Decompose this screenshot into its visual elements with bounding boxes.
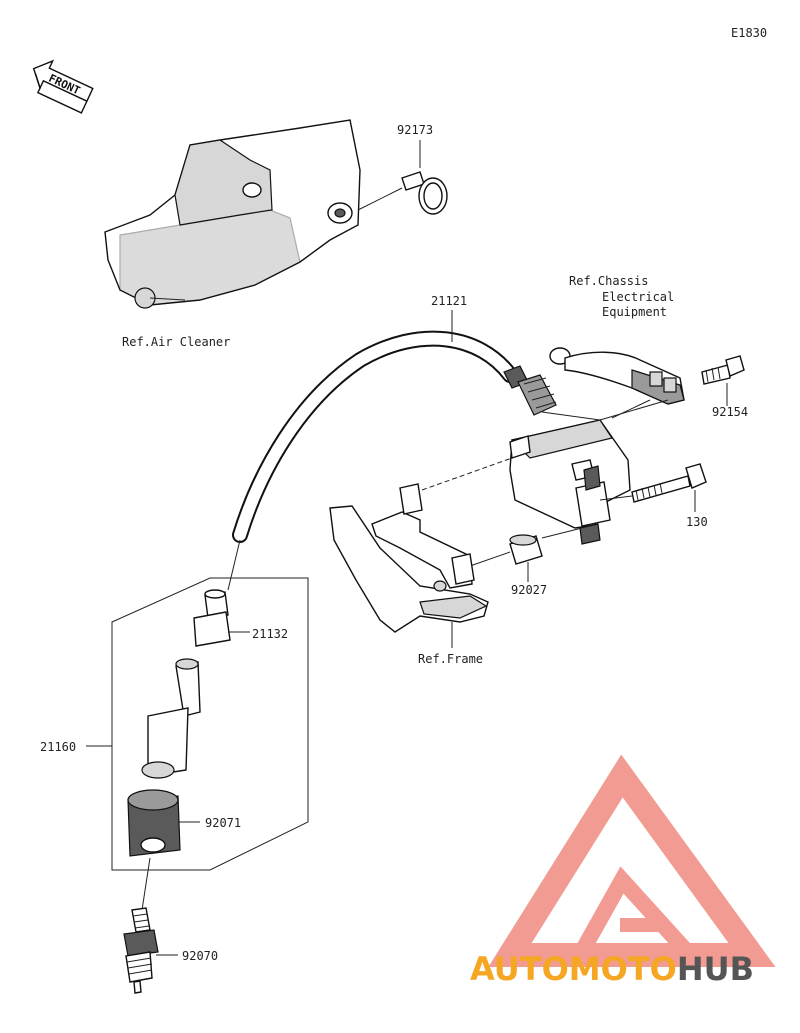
callout-92071: 92071 bbox=[205, 816, 242, 830]
plug-cap-assembly bbox=[86, 539, 309, 911]
watermark-part2: MOTO bbox=[568, 950, 677, 988]
callout-92027: 92027 bbox=[511, 583, 548, 597]
front-arrow-icon: FRONT bbox=[32, 59, 94, 114]
collar-92027 bbox=[469, 527, 583, 582]
watermark-part1: AUTO bbox=[470, 950, 569, 988]
chassis-wiring-bracket bbox=[549, 347, 685, 421]
callout-21160: 21160 bbox=[40, 740, 77, 754]
bolt-92154 bbox=[701, 355, 745, 406]
ignition-coil bbox=[421, 399, 651, 545]
callout-92070: 92070 bbox=[182, 949, 219, 963]
bolt-130 bbox=[599, 463, 707, 512]
callout-92154: 92154 bbox=[712, 405, 749, 419]
clamp-92173 bbox=[357, 140, 448, 215]
watermark-part3: HUB bbox=[676, 950, 755, 988]
callout-92173: 92173 bbox=[397, 123, 434, 137]
callout-130: 130 bbox=[686, 515, 708, 529]
callout-21121: 21121 bbox=[431, 294, 468, 308]
diagram-id: E1830 bbox=[731, 26, 768, 40]
callout-ref-air-cleaner: Ref.Air Cleaner bbox=[122, 335, 231, 349]
callout-ref-chassis-line2: Electrical bbox=[602, 290, 675, 304]
watermark-logo-icon bbox=[488, 754, 776, 967]
spark-plug-92070 bbox=[123, 907, 178, 994]
callout-ref-chassis-line1: Ref.Chassis bbox=[569, 274, 649, 288]
callout-ref-chassis-line3: Equipment bbox=[602, 305, 668, 319]
watermark-text: AUTOMOTOHUB bbox=[470, 950, 754, 988]
frame-bracket bbox=[329, 483, 489, 648]
callout-21132: 21132 bbox=[252, 627, 289, 641]
callout-ref-frame: Ref.Frame bbox=[418, 652, 484, 666]
high-tension-lead-21121 bbox=[232, 310, 557, 543]
air-cleaner-housing bbox=[104, 119, 361, 309]
